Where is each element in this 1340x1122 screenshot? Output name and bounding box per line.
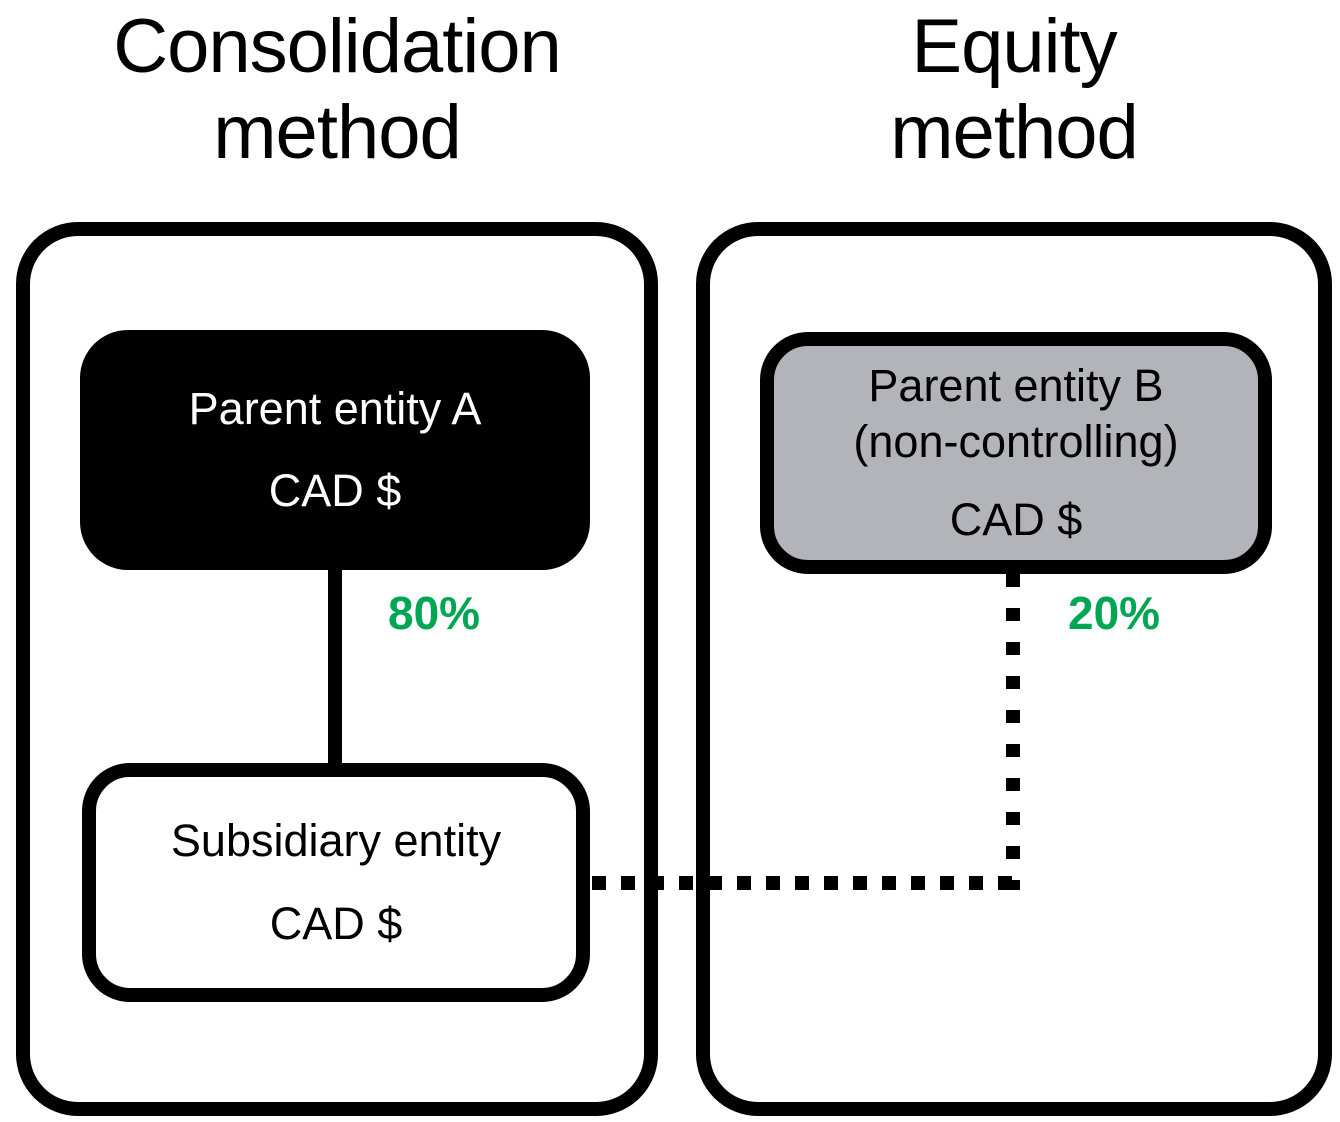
consolidation-method-title: Consolidation method — [113, 4, 562, 175]
parent-entity-a-node: Parent entity A CAD $ — [80, 330, 590, 570]
parent-b-name: Parent entity B — [868, 359, 1164, 411]
subsidiary-currency: CAD $ — [269, 897, 403, 949]
parent-entity-b-node: Parent entity B (non-controlling) CAD $ — [760, 332, 1272, 574]
ownership-pct-equity: 20% — [1068, 587, 1161, 639]
equity-method-title: Equity method — [890, 4, 1139, 175]
subsidiary-entity-node: Subsidiary entity CAD $ — [82, 763, 590, 1002]
parent-a-currency: CAD $ — [268, 465, 402, 516]
parent-b-qualifier: (non-controlling) — [853, 415, 1179, 467]
ownership-pct-consolidation: 80% — [388, 587, 481, 639]
parent-a-name: Parent entity A — [188, 382, 482, 434]
subsidiary-name: Subsidiary entity — [170, 815, 502, 867]
parent-b-currency: CAD $ — [949, 494, 1083, 546]
